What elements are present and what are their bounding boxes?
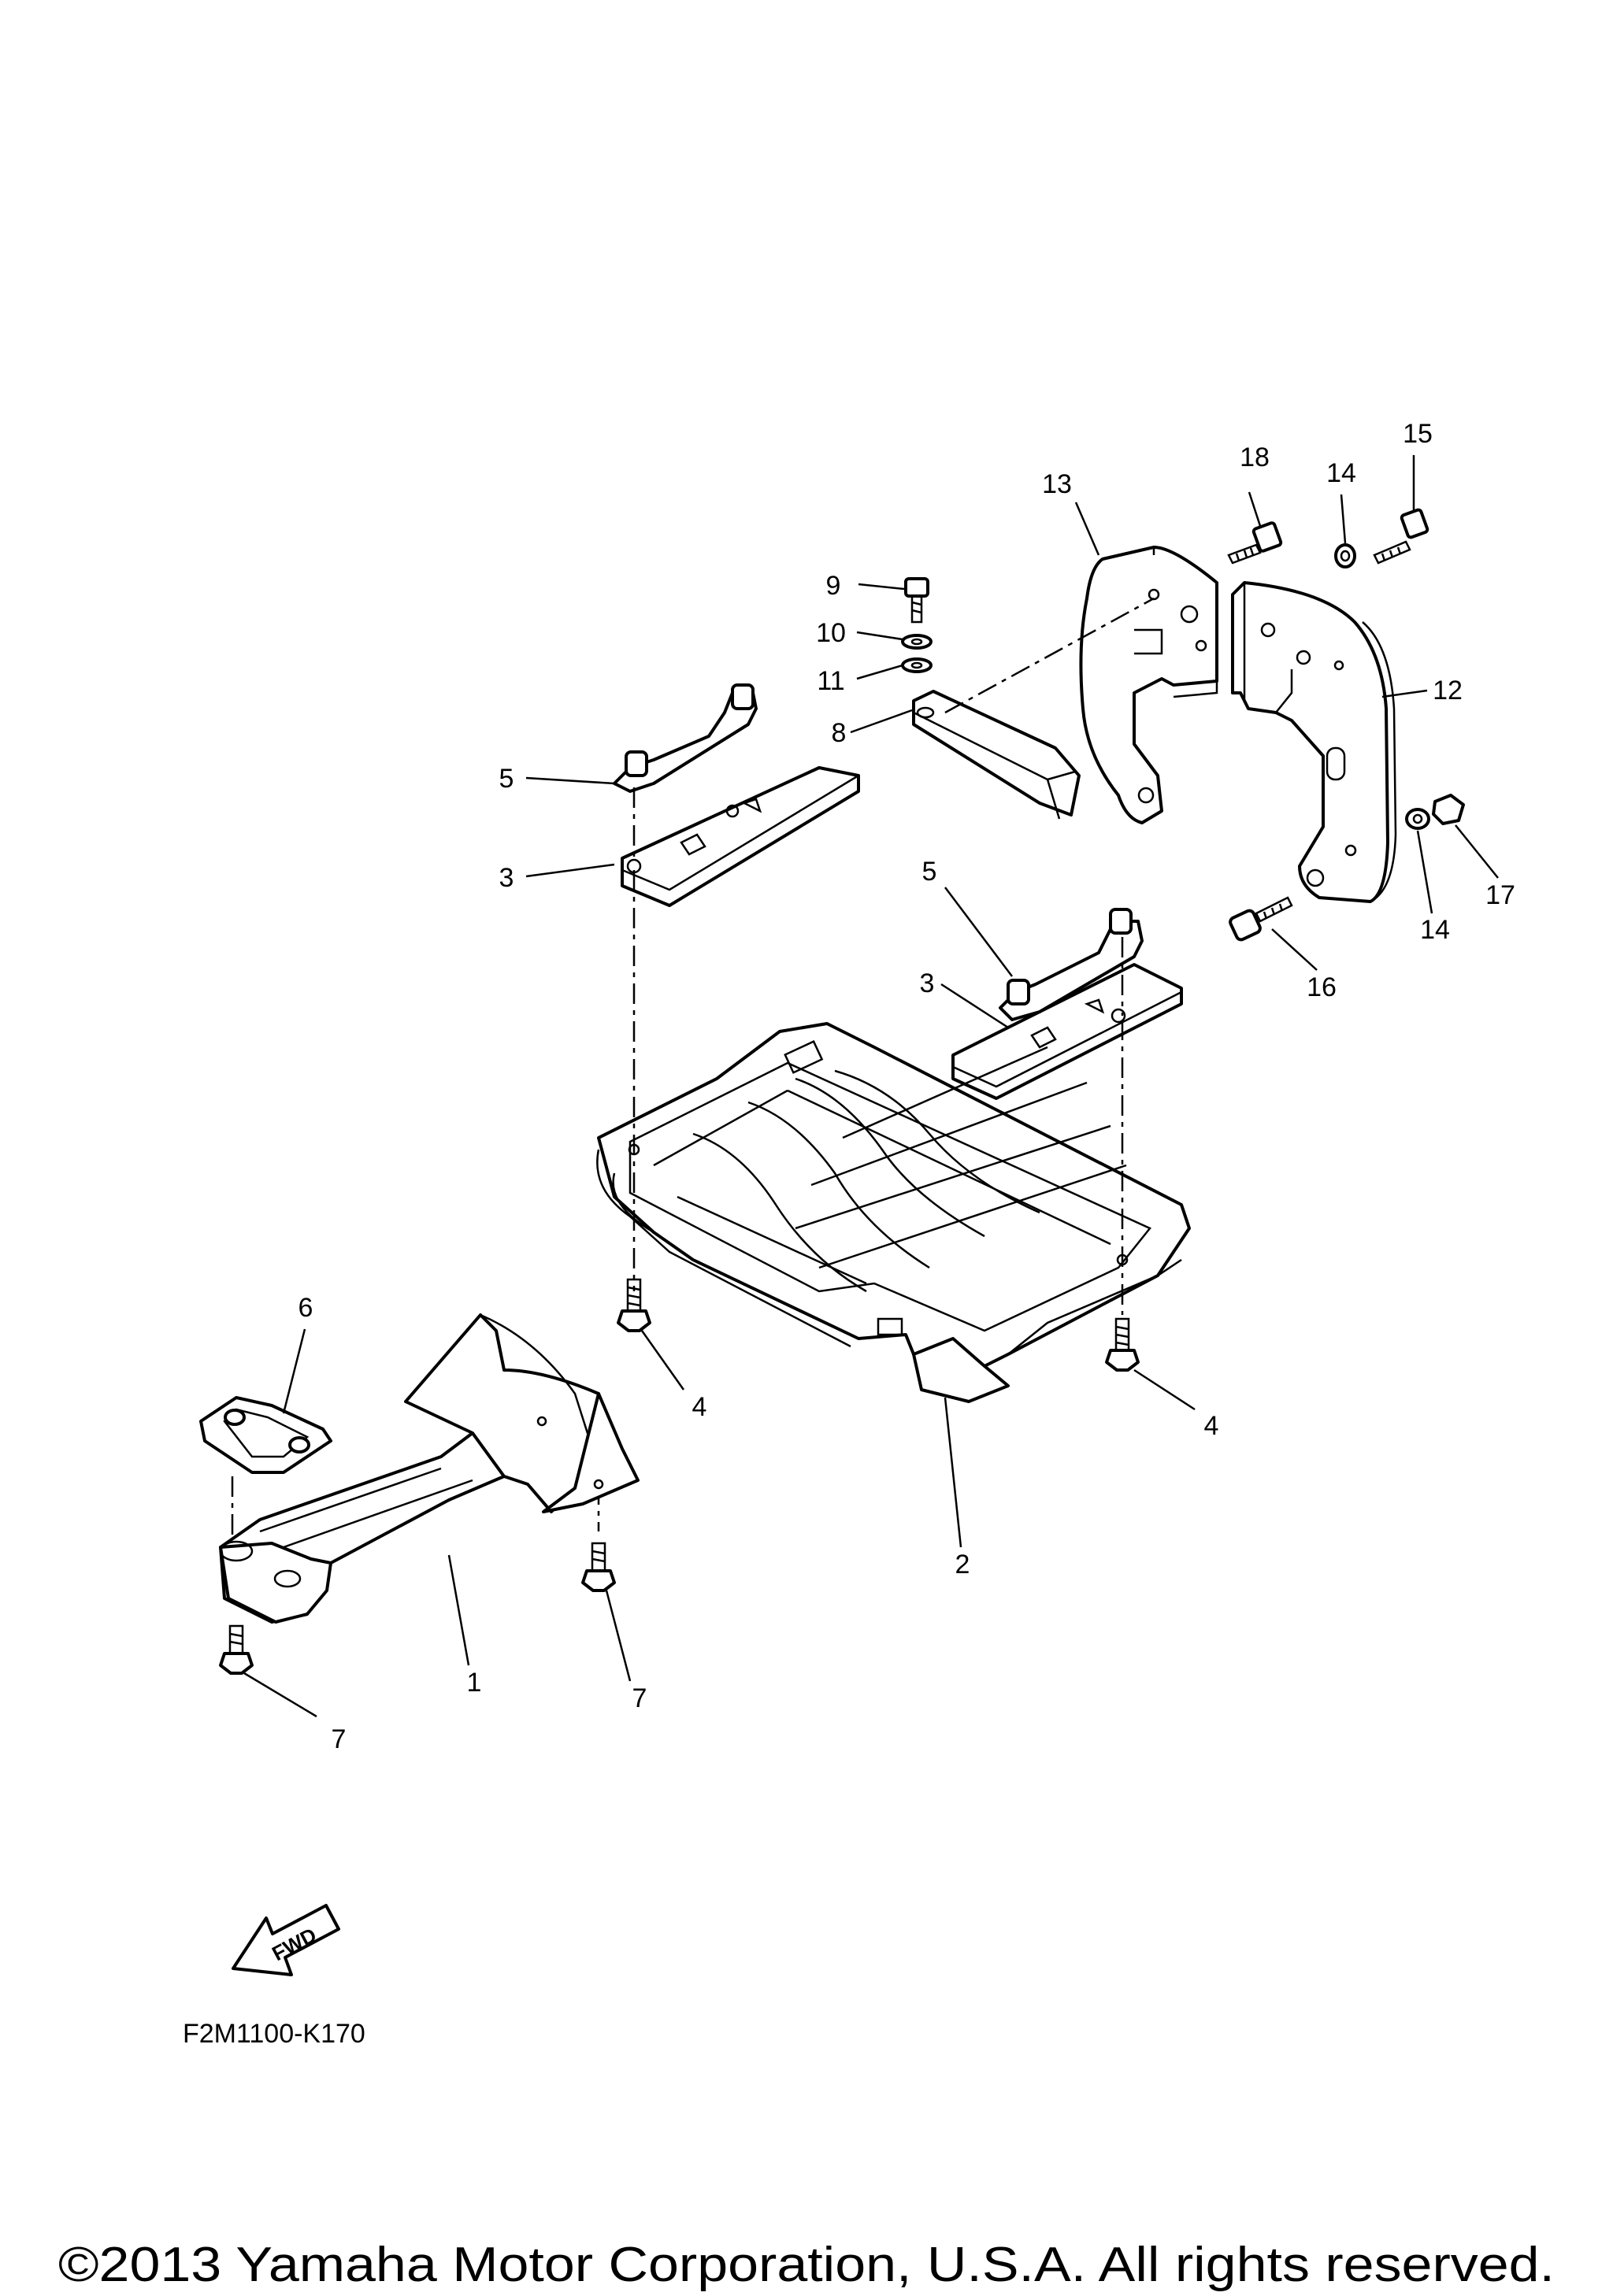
callout-9: 9 [826, 571, 841, 601]
bolt-18 [1227, 521, 1283, 565]
bolt-7-right [581, 1542, 616, 1592]
callout-17: 17 [1485, 880, 1515, 910]
callout-11: 11 [817, 666, 844, 696]
slide-rail-5-right [999, 908, 1144, 1021]
callout-5-right: 5 [922, 857, 937, 887]
diagram-code: F2M1100-K170 [183, 2019, 365, 2049]
callout-18: 18 [1240, 443, 1270, 472]
callout-7-right: 7 [632, 1683, 647, 1713]
bolt-4-left [617, 1278, 651, 1332]
tray-2 [596, 1022, 1191, 1403]
callout-16: 16 [1307, 972, 1337, 1002]
washer-11 [901, 657, 933, 673]
callout-1: 1 [467, 1668, 482, 1698]
slide-rail-5-left [613, 683, 758, 793]
plate-3-right [951, 963, 1183, 1100]
bolt-15 [1373, 508, 1429, 565]
bolt-16 [1229, 896, 1293, 942]
leader-lines [243, 455, 1499, 1718]
callout-3-right: 3 [920, 968, 935, 998]
callout-4-right: 4 [1204, 1411, 1219, 1441]
callout-labels: 18 15 14 13 9 10 11 8 12 5 3 5 3 14 17 1… [298, 419, 1515, 1754]
link-bar-8 [912, 690, 1081, 820]
rubber-mount-6 [199, 1396, 332, 1474]
callout-2: 2 [955, 1550, 970, 1579]
bolt-4-right [1105, 1317, 1140, 1372]
callout-14-lower: 14 [1420, 915, 1450, 945]
bracket-plate-12 [1231, 581, 1397, 903]
bolt-9 [904, 577, 929, 624]
callout-12: 12 [1433, 676, 1463, 705]
forward-arrow-icon: FWD [232, 1904, 340, 1976]
plate-3-left [621, 766, 860, 907]
bolt-7-left [219, 1624, 254, 1675]
washer-14-upper [1334, 543, 1356, 568]
callout-5-left: 5 [499, 764, 514, 794]
callout-4-left: 4 [692, 1392, 707, 1422]
callout-7-left: 7 [332, 1724, 347, 1754]
callout-10: 10 [816, 618, 846, 648]
callout-3-left: 3 [499, 863, 514, 893]
callout-8: 8 [832, 718, 847, 748]
callout-15: 15 [1403, 419, 1433, 449]
callout-6: 6 [298, 1293, 313, 1323]
front-duct-1 [219, 1313, 640, 1624]
copyright-notice: ©2013 Yamaha Motor Corporation, U.S.A. A… [58, 2238, 1555, 2292]
washer-14-lower [1405, 808, 1430, 830]
alignment-line-link [944, 597, 1155, 714]
nut-17 [1432, 794, 1465, 825]
washer-10 [901, 634, 933, 650]
callout-13: 13 [1042, 469, 1072, 499]
callout-14-upper: 14 [1326, 458, 1356, 488]
bracket-plate-13 [1079, 546, 1218, 824]
